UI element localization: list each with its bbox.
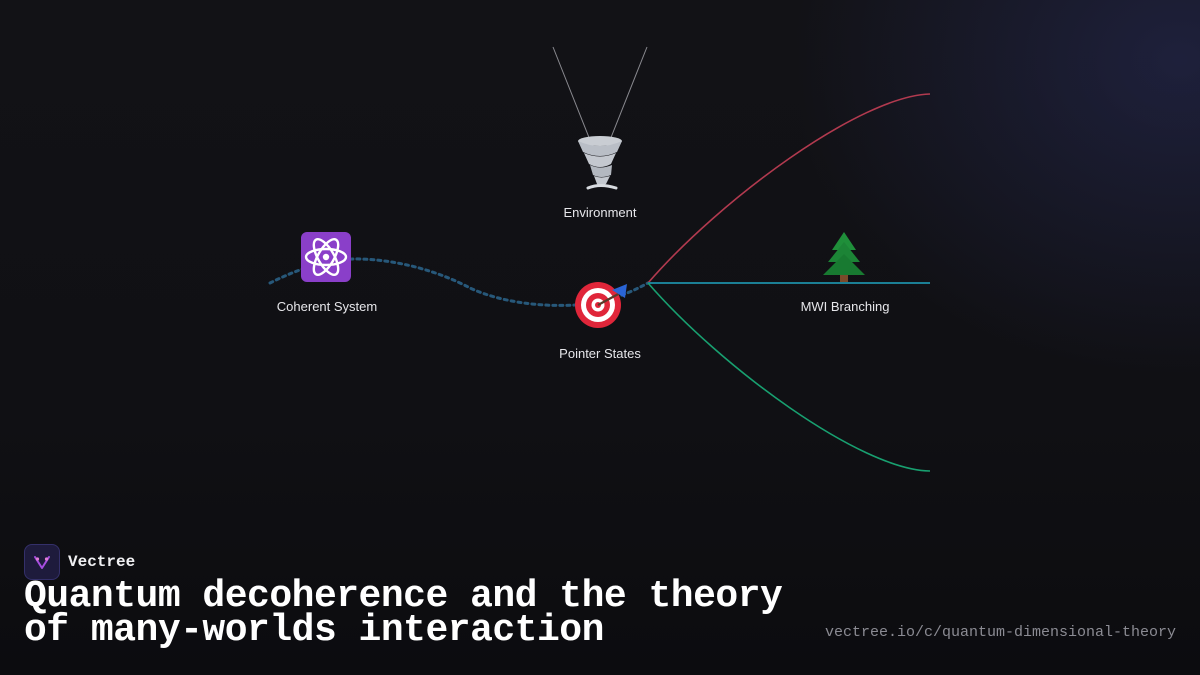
node-label-environment: Environment (563, 205, 637, 220)
page-title: Quantum decoherence and the theory of ma… (24, 575, 783, 652)
brand[interactable]: Vectree (24, 544, 135, 580)
branch-lower (647, 282, 931, 472)
target-icon (575, 282, 627, 328)
node-label-mwi-branching: MWI Branching (800, 299, 890, 314)
source-url-link[interactable]: vectree.io/c/quantum-dimensional-theory (824, 624, 1176, 641)
edge-environment-left (552, 46, 591, 141)
brand-name: Vectree (68, 553, 136, 571)
atom-icon (301, 232, 351, 282)
node-label-pointer-states: Pointer States (559, 346, 641, 361)
tree-icon (823, 232, 865, 282)
edge-environment-right (609, 46, 648, 141)
vectree-logo-icon (24, 544, 60, 580)
tornado-icon (578, 136, 622, 190)
node-label-coherent-system: Coherent System (276, 299, 378, 314)
branch-upper (647, 93, 931, 284)
